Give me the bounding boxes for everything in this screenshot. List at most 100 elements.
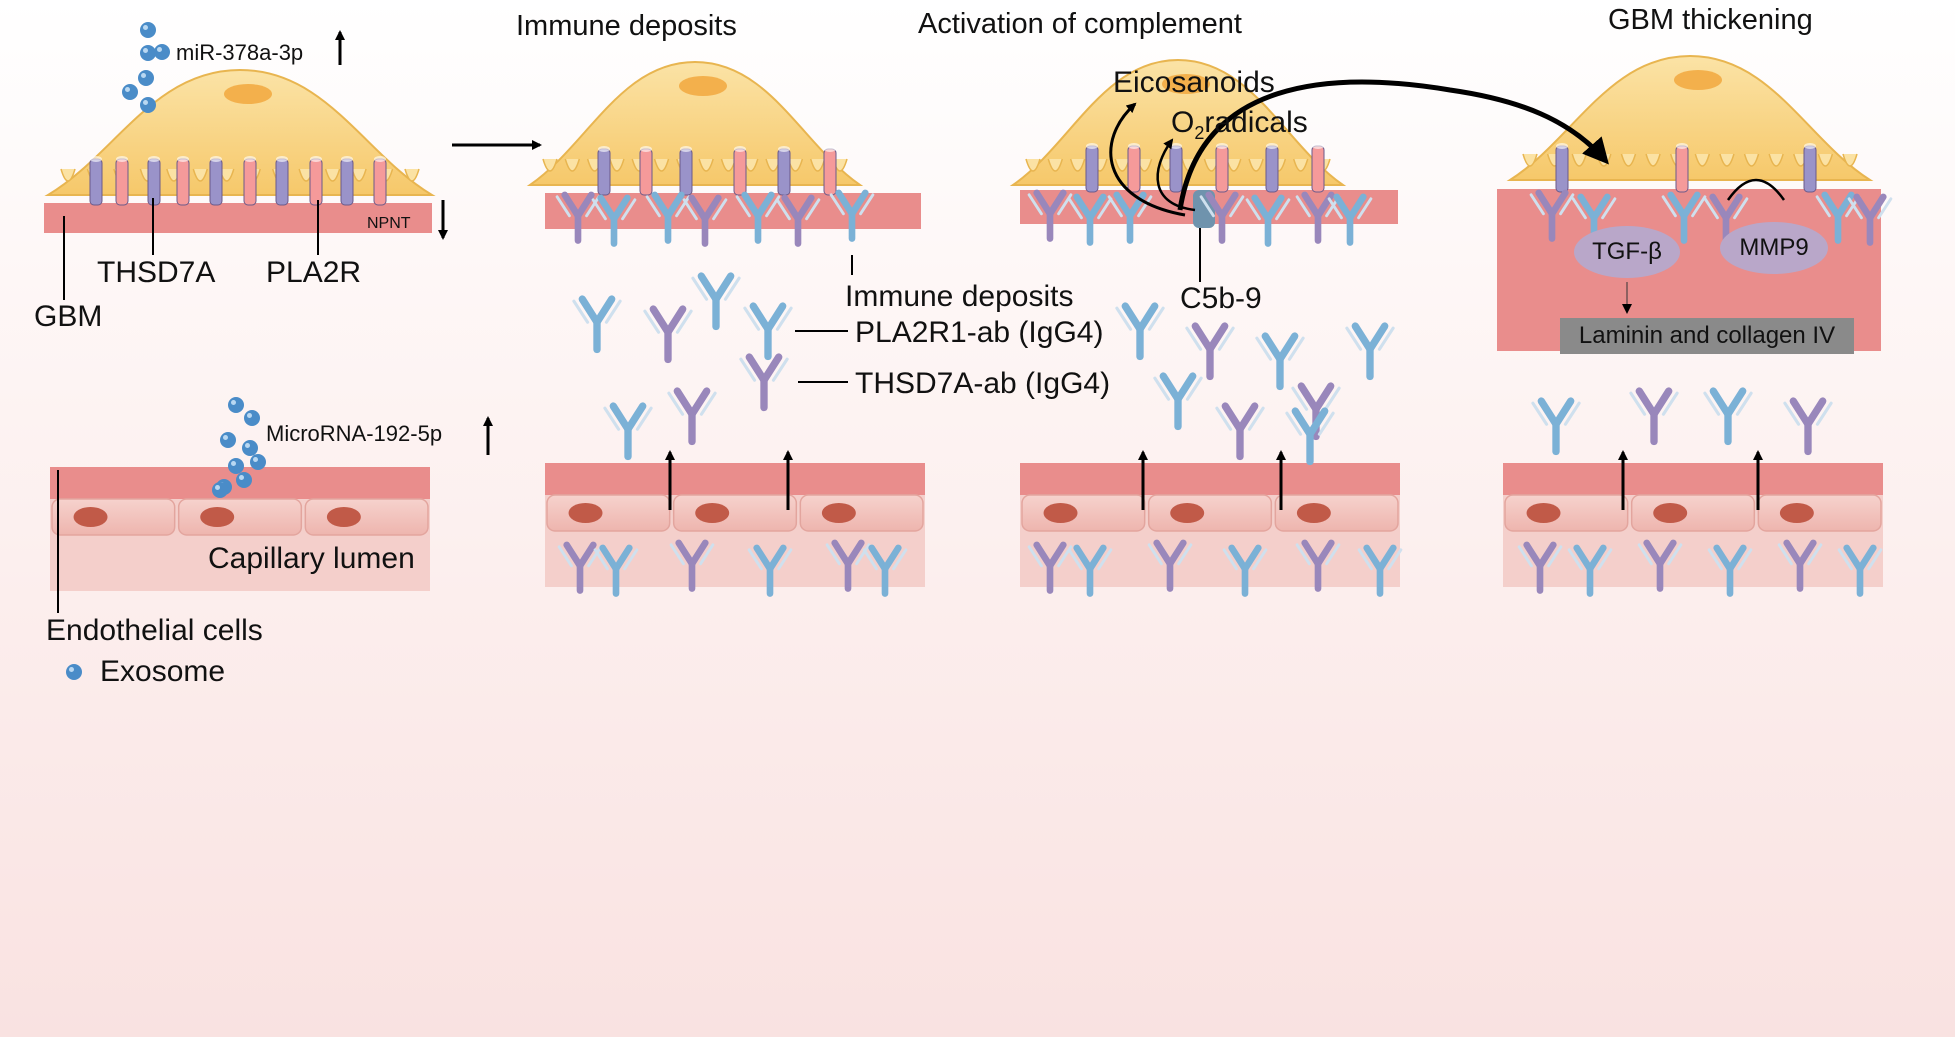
receptor-panel3 xyxy=(1085,143,1099,193)
antibody-arm-left xyxy=(1789,397,1812,428)
antibody-arm-left xyxy=(597,194,618,223)
antibody-light-right xyxy=(635,406,653,431)
antibody-arm-left xyxy=(1643,539,1664,568)
podocyte-nucleus xyxy=(1162,74,1210,94)
antibody-light-left xyxy=(1707,548,1723,571)
antibody-arm-left xyxy=(675,539,696,568)
mmp9-oval: MMP9 xyxy=(1720,222,1828,274)
antibody-arm-left xyxy=(1333,193,1354,222)
podocyte-nucleus xyxy=(224,84,272,104)
receptor-body xyxy=(373,158,387,206)
antibody-arm-left xyxy=(1191,322,1214,353)
receptor-panel1 xyxy=(115,156,129,206)
antibody-arm-right xyxy=(1264,194,1285,223)
exosome-dot xyxy=(212,482,228,498)
exosome-highlight xyxy=(141,73,146,78)
antibody-arm-right xyxy=(1086,193,1107,222)
antibody-light-left xyxy=(1837,548,1853,571)
antibody-light-left xyxy=(667,391,685,416)
antibody-arm-right xyxy=(794,194,815,223)
receptor-body xyxy=(1803,145,1817,193)
exosome-dot xyxy=(250,454,266,470)
antibody-arm-left xyxy=(781,194,802,223)
antibody-arm-left xyxy=(1535,189,1556,218)
exosome-cluster-mir378 xyxy=(122,22,170,113)
antibody-light-right xyxy=(777,548,793,571)
antibody-light-right xyxy=(1137,195,1153,218)
antibody-arm-left xyxy=(649,305,672,336)
antibody-arm-right xyxy=(624,402,647,433)
antibody-arm-left xyxy=(563,541,584,570)
antibody-light-left xyxy=(1777,543,1793,566)
endothelial-cell xyxy=(1504,494,1629,532)
receptor-body xyxy=(1127,145,1141,193)
endothelial-cell xyxy=(51,498,176,536)
receptor-panel4 xyxy=(1675,143,1689,193)
antibody-deposit-panel2 xyxy=(682,194,728,247)
antibody-light-left xyxy=(743,306,761,331)
label-o2-prefix: O xyxy=(1171,106,1195,139)
exosome-dot xyxy=(242,440,258,456)
antibody-light-right xyxy=(1325,543,1341,566)
antibody-arm-left xyxy=(1153,539,1174,568)
endothelial-nucleus xyxy=(1779,503,1814,523)
antibody-arm-left xyxy=(1073,193,1094,222)
antibody-arm-left xyxy=(1351,322,1374,353)
antibody-light-left xyxy=(1067,197,1083,220)
receptor-panel2 xyxy=(639,146,653,196)
antibody-arm-right xyxy=(760,353,783,384)
antibody-deposit-panel3 xyxy=(1245,194,1291,247)
antibody-arm-right xyxy=(1650,387,1673,418)
antibody-free-panel3 xyxy=(1345,322,1395,381)
endothelial-nucleus xyxy=(326,507,361,527)
antibody-free-panel4 xyxy=(1531,397,1581,456)
title-immune-deposits: Immune deposits xyxy=(516,10,737,42)
antibody-lumen-panel3 xyxy=(1222,544,1268,597)
endothelial-cell xyxy=(546,494,671,532)
antibody-arm-right xyxy=(1046,541,1067,570)
receptor-body xyxy=(733,148,747,196)
antibody-arm-right xyxy=(1376,544,1397,573)
exosome-dot xyxy=(220,432,236,448)
mmp9-inhibition-arc xyxy=(1726,178,1786,201)
antibody-arm-right xyxy=(1306,407,1329,438)
podocyte-nucleus xyxy=(1674,70,1722,90)
receptor-cap xyxy=(778,146,790,152)
receptor-cap xyxy=(640,146,652,152)
antibody-light-right xyxy=(1177,543,1193,566)
antibody-lumen-panel3 xyxy=(1295,539,1341,592)
antibody-arm-left xyxy=(1251,194,1272,223)
receptor-panel3 xyxy=(1265,143,1279,193)
antibody-light-right xyxy=(1287,336,1305,361)
antibody-light-left xyxy=(1153,376,1171,401)
antibody-light-right xyxy=(1733,197,1749,220)
antibody-arm-left xyxy=(835,189,856,218)
foot-process xyxy=(192,168,209,182)
receptor-body xyxy=(275,158,289,206)
antibody-arm-left xyxy=(1205,191,1226,220)
antibody-light-right xyxy=(1247,406,1265,431)
tgf-beta-oval: TGF-β xyxy=(1574,226,1680,278)
antibody-arm-right xyxy=(764,302,787,333)
antibody-light-left xyxy=(1847,197,1863,220)
receptor-cap xyxy=(598,146,610,152)
antibody-light-right xyxy=(1815,401,1833,426)
receptor-body xyxy=(243,158,257,206)
antibody-arm-left xyxy=(561,191,582,220)
antibody-deposit-panel4 xyxy=(1529,189,1575,242)
receptor-body xyxy=(597,148,611,196)
antibody-arm-left xyxy=(753,544,774,573)
antibody-arm-right xyxy=(688,387,711,418)
receptor-body xyxy=(89,158,103,206)
antibody-deposit-panel3 xyxy=(1199,191,1245,244)
receptor-panel1 xyxy=(275,156,289,206)
antibody-light-left xyxy=(1107,195,1123,218)
capillary-panel4 xyxy=(1503,463,1883,587)
receptor-body xyxy=(1555,145,1569,193)
antibody-light-left xyxy=(1571,197,1587,220)
antibody-arm-left xyxy=(741,191,762,220)
antibody-lumen-panel4 xyxy=(1637,539,1683,592)
antibody-arm-left xyxy=(1291,407,1314,438)
antibody-lumen-panel4 xyxy=(1567,544,1613,597)
antibody-free-panel4 xyxy=(1783,397,1833,456)
